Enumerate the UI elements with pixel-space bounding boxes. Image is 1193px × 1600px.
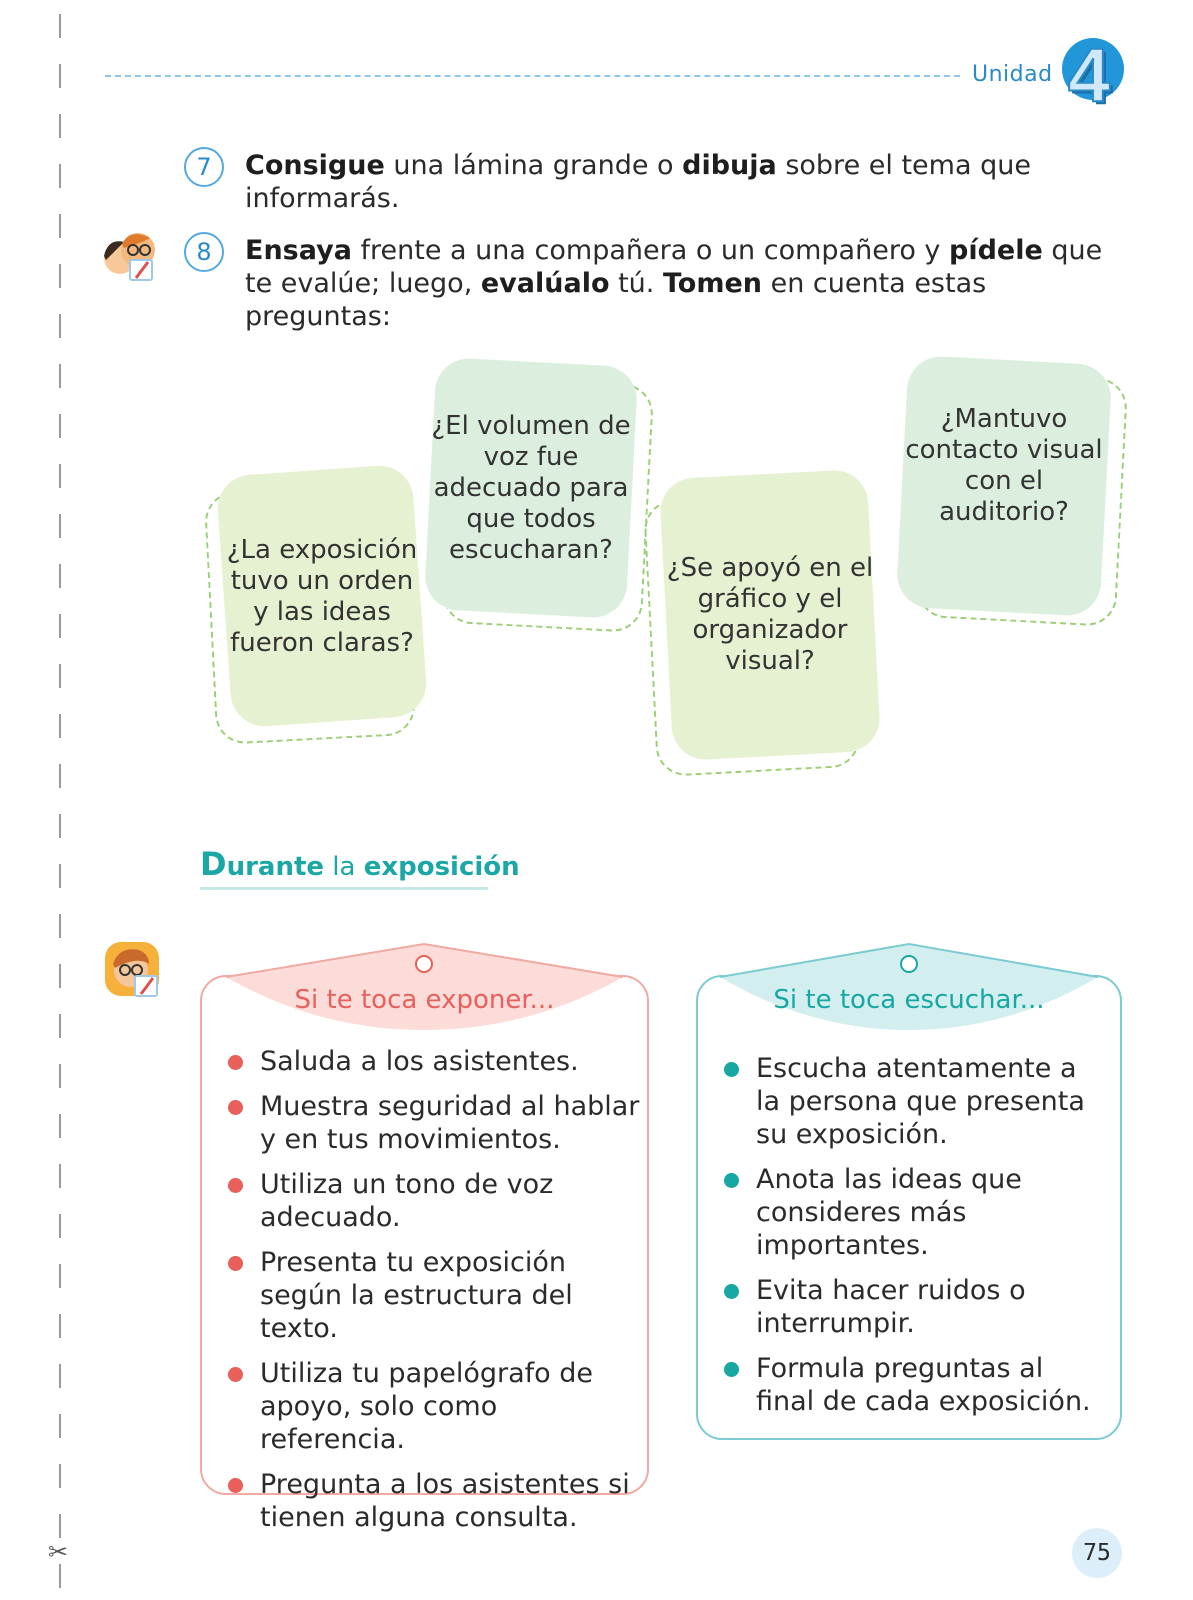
question-card-2: ¿El volumen de voz fue adecuado para que… [420, 356, 655, 634]
section-title: Durante la exposición [200, 845, 520, 883]
presenter-tips-card [200, 975, 649, 1495]
bullet-icon [228, 1178, 243, 1193]
step-number-7: 7 [184, 147, 224, 187]
bullet-icon [228, 1478, 243, 1493]
step-text-segment: que te evalúe; luego, [245, 235, 1103, 299]
listener-tip-item: Evita hacer ruidos o interrumpir. [724, 1274, 1104, 1340]
question-3-text: ¿Se apoyó en el gráfico y el organizador… [666, 553, 874, 676]
presenter-tip-item-text: Pregunta a los asistentes si tienen algu… [260, 1469, 630, 1533]
presenter-tip-item: Saluda a los asistentes. [228, 1045, 648, 1078]
question-1-text: ¿La exposición tuvo un orden y las ideas… [226, 535, 418, 658]
bullet-icon [228, 1256, 243, 1271]
presenter-tip-item: Utiliza un tono de voz adecuado. [228, 1168, 648, 1234]
bold-keyword: Ensaya [245, 235, 352, 266]
unit-badge [1062, 38, 1124, 100]
presenter-card-header-shape [225, 942, 624, 1030]
bullet-icon [724, 1362, 739, 1377]
listener-card-ring-icon [900, 955, 918, 973]
cut-line [59, 14, 61, 1594]
question-card-4: ¿Mantuvo contacto visual con el auditori… [892, 354, 1129, 630]
section-title-word3: exposición [363, 852, 520, 882]
step-7-text: Consigue una lámina grande o dibuja sobr… [245, 149, 1075, 215]
pair-work-icon [104, 233, 155, 281]
section-title-word1: urante [226, 852, 325, 882]
listener-tip-item: Anota las ideas que consideres más impor… [724, 1163, 1104, 1262]
kid-reading-icon [105, 942, 159, 997]
step-text-segment: tú. [609, 268, 663, 299]
question-2-text: ¿El volumen de voz fue adecuado para que… [431, 410, 631, 565]
listener-card-title: Si te toca escuchar... [773, 985, 1045, 1015]
bold-keyword: Consigue [245, 150, 385, 181]
scissors-icon: ✂ [48, 1538, 69, 1566]
bullet-icon [724, 1284, 739, 1299]
presenter-tip-item-text: Saluda a los asistentes. [260, 1046, 579, 1077]
presenter-tip-item: Muestra seguridad al hablar y en tus mov… [228, 1090, 648, 1156]
presenter-card-ring-icon [415, 955, 433, 973]
bold-keyword: evalúalo [480, 268, 610, 299]
question-4-text: ¿Mantuvo contacto visual con el auditori… [905, 404, 1103, 527]
bullet-icon [228, 1055, 243, 1070]
bold-keyword: Tomen [662, 268, 763, 299]
section-underline [200, 887, 488, 890]
bullet-icon [228, 1367, 243, 1382]
listener-tip-item: Escucha atentamente a la persona que pre… [724, 1052, 1104, 1151]
listener-tip-item-text: Anota las ideas que consideres más impor… [756, 1164, 1022, 1261]
header-dashed-line [105, 75, 960, 77]
presenter-tip-item: Pregunta a los asistentes si tienen algu… [228, 1468, 648, 1534]
step-number-8: 8 [184, 232, 224, 272]
listener-card-header-shape [719, 942, 1099, 1030]
bullet-icon [724, 1173, 739, 1188]
step-text-segment: una lámina grande o [384, 150, 683, 181]
presenter-tips-list: Saluda a los asistentes. Muestra segurida… [228, 1045, 648, 1546]
bullet-icon [724, 1062, 739, 1077]
step-8-text: Ensaya frente a una compañera o un compa… [245, 234, 1105, 333]
step-text-segment: frente a una compañera o un compañero y [351, 235, 949, 266]
section-title-initial: D [200, 845, 227, 883]
presenter-tip-item: Utiliza tu papelógrafo de apoyo, solo co… [228, 1357, 648, 1456]
unit-number: 4 [1067, 33, 1111, 118]
listener-tip-item-text: Formula preguntas al final de cada expos… [756, 1353, 1091, 1417]
unit-label: Unidad [972, 62, 1053, 87]
question-card-3: ¿Se apoyó en el gráfico y el organizador… [642, 468, 890, 778]
presenter-tip-item-text: Utiliza tu papelógrafo de apoyo, solo co… [260, 1358, 594, 1455]
step-text-segment: sobre el tema que informarás. [245, 150, 1031, 214]
bullet-icon [228, 1100, 243, 1115]
presenter-tip-item-text: Muestra seguridad al hablar y en tus mov… [260, 1091, 640, 1155]
question-card-1: ¿La exposición tuvo un orden y las ideas… [203, 463, 430, 746]
presenter-tip-item: Presenta tu exposición según la estructu… [228, 1246, 648, 1345]
step-text-segment: en cuenta estas preguntas: [245, 268, 987, 332]
page-number: 75 [1072, 1528, 1122, 1578]
bold-keyword: pídele [949, 235, 1043, 266]
listener-tip-item-text: Escucha atentamente a la persona que pre… [756, 1053, 1085, 1150]
listener-tips-list: Escucha atentamente a la persona que pre… [724, 1052, 1104, 1430]
listener-tips-card [696, 975, 1122, 1440]
bold-keyword: dibuja [682, 150, 777, 181]
listener-tip-item-text: Evita hacer ruidos o interrumpir. [756, 1275, 1026, 1339]
section-title-word2: la [324, 852, 364, 882]
listener-tip-item: Formula preguntas al final de cada expos… [724, 1352, 1104, 1418]
presenter-tip-item-text: Utiliza un tono de voz adecuado. [260, 1169, 554, 1233]
presenter-tip-item-text: Presenta tu exposición según la estructu… [260, 1247, 573, 1344]
presenter-card-title: Si te toca exponer... [294, 985, 555, 1015]
